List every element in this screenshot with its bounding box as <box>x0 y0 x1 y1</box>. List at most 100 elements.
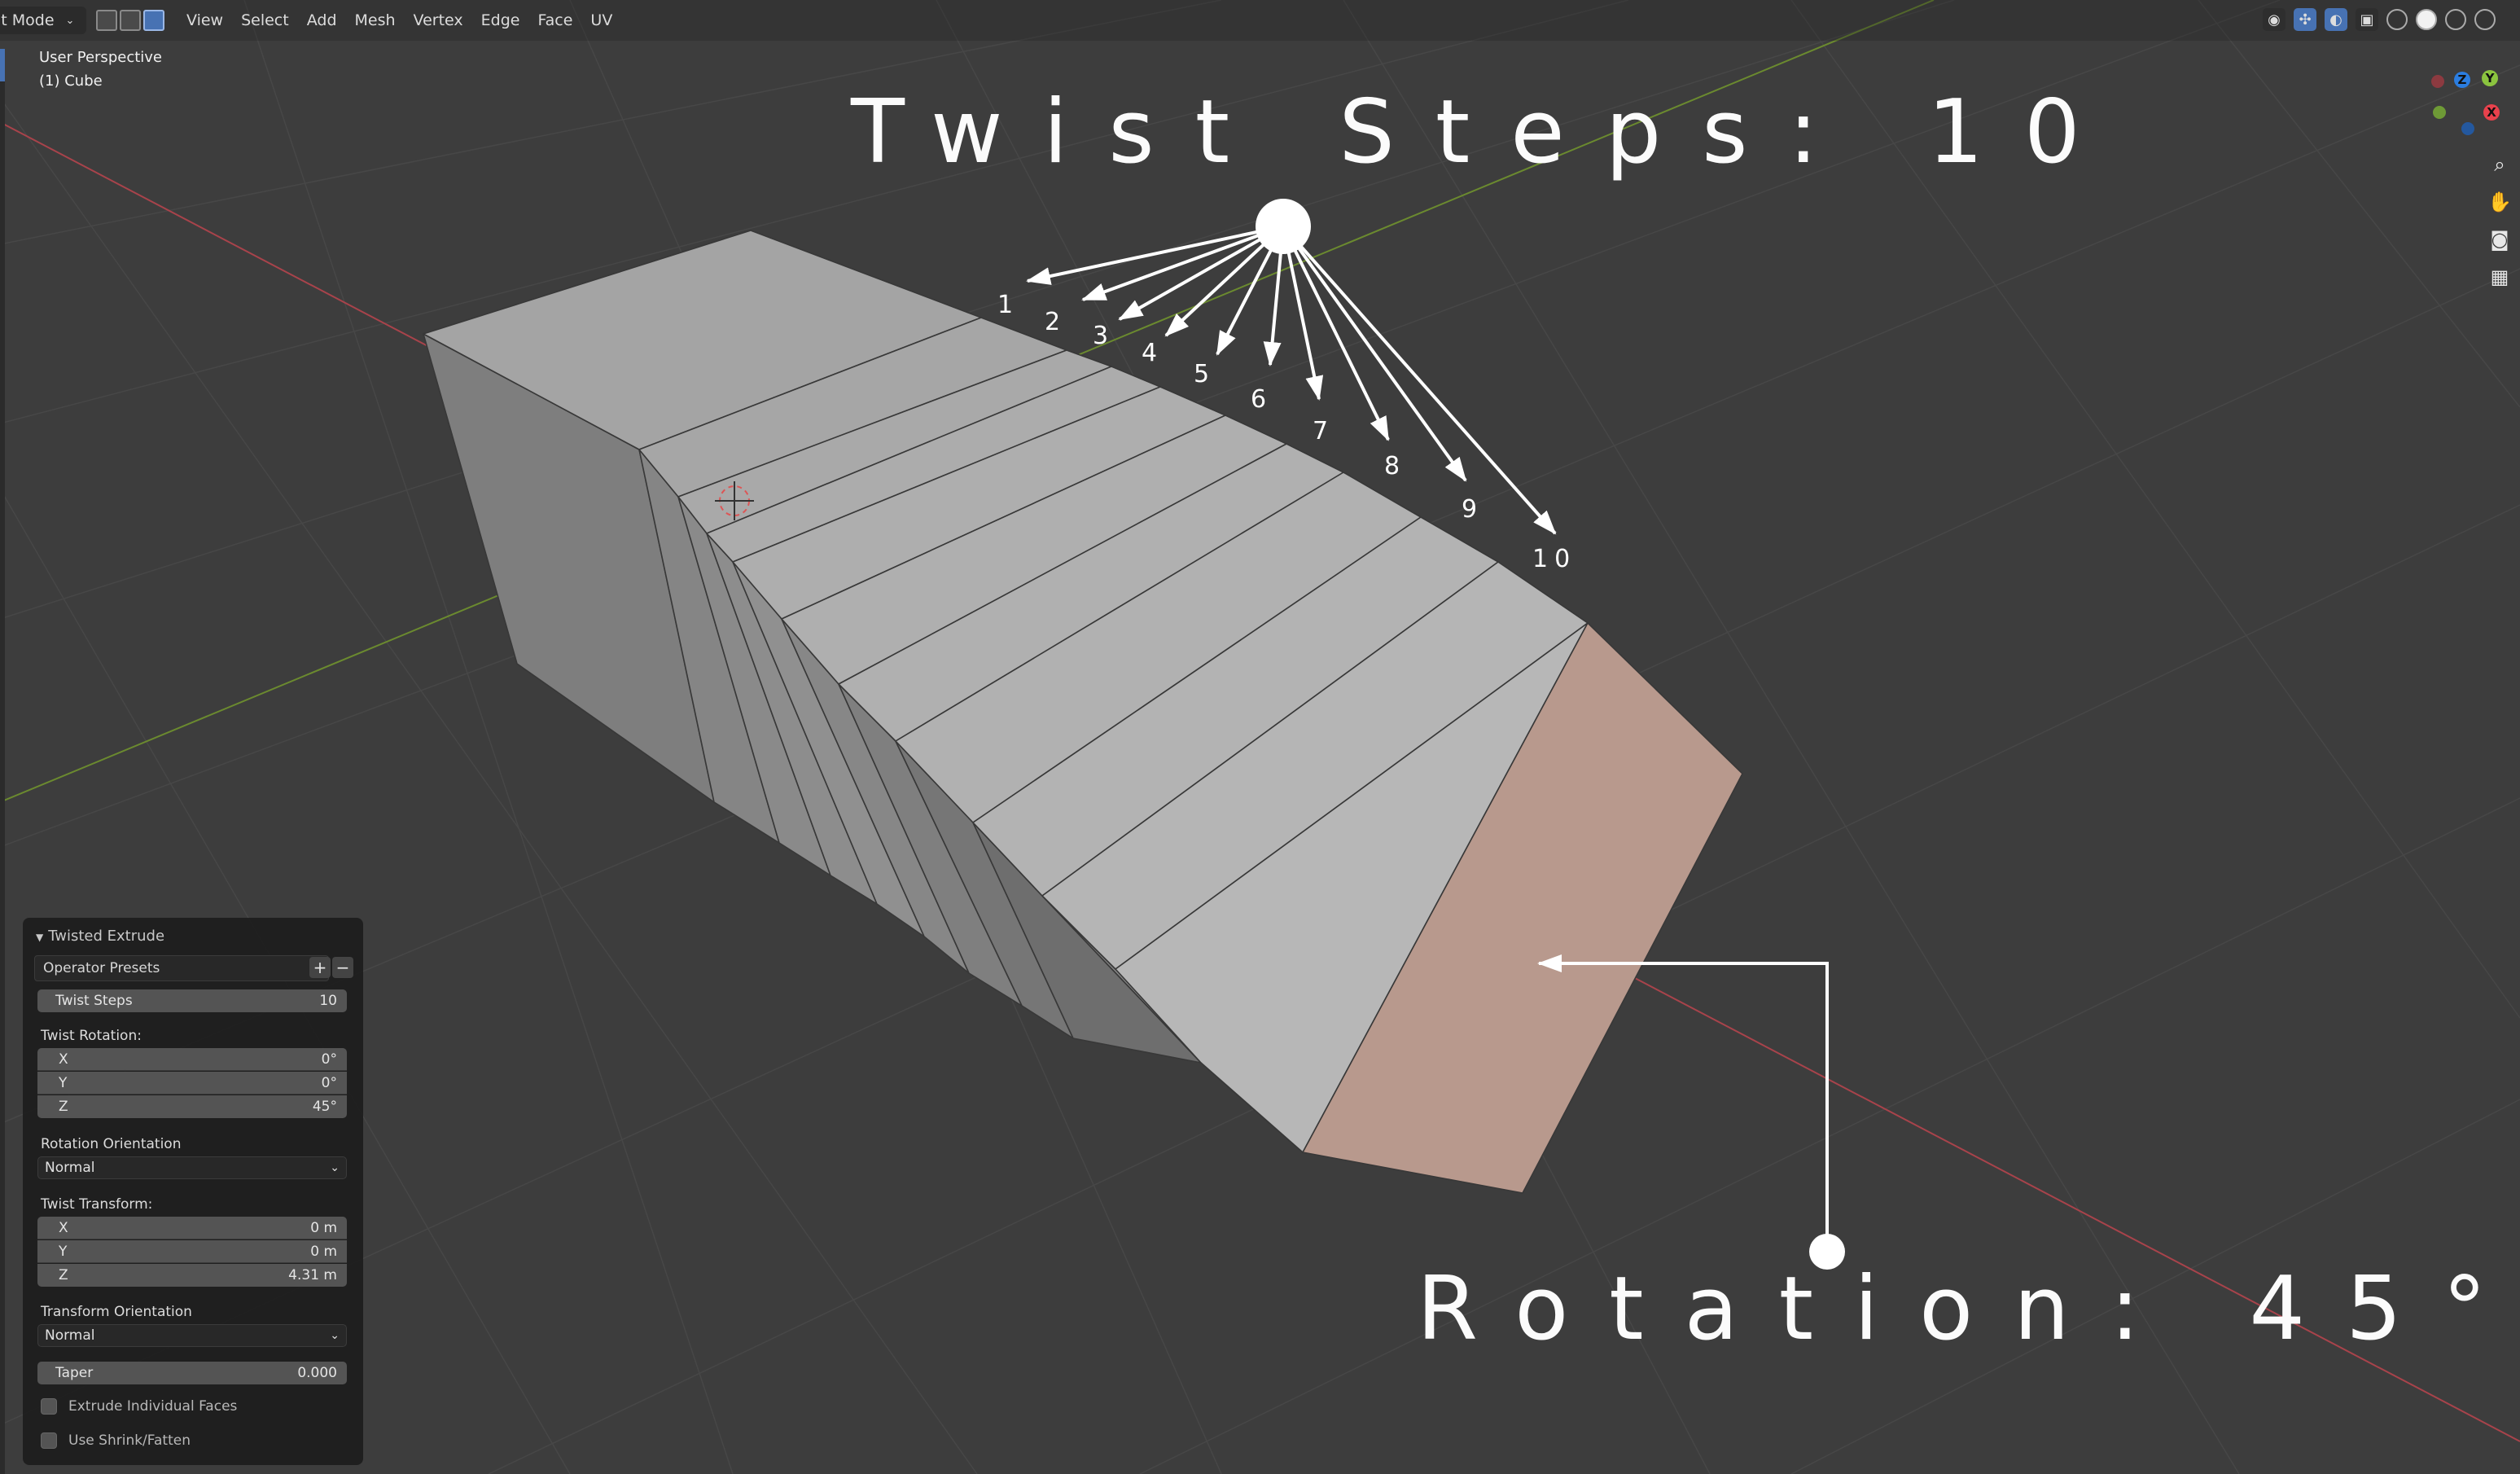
transform-x-field[interactable]: X 0 m <box>37 1217 347 1239</box>
transform-y-value: 0 m <box>310 1243 337 1260</box>
step-label: 9 <box>1462 495 1478 524</box>
menu-select[interactable]: Select <box>241 11 289 29</box>
rotation-x-field[interactable]: X 0° <box>37 1048 347 1071</box>
pan-hand-icon[interactable]: ✋ <box>2487 191 2512 213</box>
chevron-down-icon: ⌄ <box>330 1161 340 1174</box>
axis-label: Z <box>59 1099 68 1115</box>
steps-origin-dot <box>1256 199 1311 254</box>
menu-face[interactable]: Face <box>537 11 573 29</box>
rotation-orientation-value: Normal <box>45 1160 95 1176</box>
axis-label: Y <box>59 1243 68 1260</box>
axis-label: Z <box>59 1267 68 1283</box>
step-label: 8 <box>1384 452 1400 480</box>
rotation-z-value: 45° <box>312 1099 337 1115</box>
camera-view-icon[interactable]: ◙ <box>2490 228 2509 251</box>
rendered-shading-icon[interactable] <box>2474 9 2496 30</box>
shrink-fatten-label: Use Shrink/Fatten <box>68 1432 191 1449</box>
gizmo-neg-x[interactable] <box>2431 75 2444 88</box>
menu-add[interactable]: Add <box>306 11 337 29</box>
rotation-z-field[interactable]: Z 45° <box>37 1095 347 1118</box>
gizmo-z-axis[interactable]: Z <box>2454 72 2470 88</box>
xray-icon[interactable]: ▣ <box>2356 8 2378 31</box>
selected-face <box>1302 622 1743 1194</box>
menu-vertex[interactable]: Vertex <box>413 11 463 29</box>
chevron-down-icon: ⌄ <box>65 14 75 27</box>
material-shading-icon[interactable] <box>2445 9 2466 30</box>
perspective-label: User Perspective <box>39 49 162 66</box>
solid-shading-icon[interactable] <box>2416 9 2437 30</box>
taper-field[interactable]: Taper 0.000 <box>37 1362 347 1384</box>
gizmo-neg-z[interactable] <box>2461 122 2474 135</box>
shrink-fatten-checkbox[interactable]: Use Shrink/Fatten <box>41 1432 191 1449</box>
gizmo-x-axis[interactable]: X <box>2483 104 2500 121</box>
axis-label: X <box>59 1219 68 1236</box>
step-label: 7 <box>1313 417 1329 445</box>
transform-x-value: 0 m <box>310 1219 337 1236</box>
menu-view[interactable]: View <box>186 11 224 29</box>
visibility-icon[interactable]: ◉ <box>2263 8 2286 31</box>
transform-orientation-value: Normal <box>45 1327 95 1344</box>
face-select-icon[interactable] <box>143 10 164 31</box>
twist-transform-heading: Twist Transform: <box>41 1196 153 1213</box>
transform-orientation-dropdown[interactable]: Normal ⌄ <box>37 1324 347 1347</box>
mode-dropdown[interactable]: it Mode ⌄ <box>0 7 86 34</box>
menu-uv[interactable]: UV <box>590 11 613 29</box>
collapse-triangle-icon[interactable]: ▼ <box>36 932 44 943</box>
chevron-down-icon: ⌄ <box>330 1329 340 1342</box>
twist-steps-value: 10 <box>319 993 337 1009</box>
transform-y-field[interactable]: Y 0 m <box>37 1240 347 1263</box>
rotation-y-field[interactable]: Y 0° <box>37 1072 347 1095</box>
twist-steps-label: Twist Steps <box>55 993 133 1009</box>
extrude-individual-checkbox[interactable]: Extrude Individual Faces <box>41 1398 237 1415</box>
edge-select-icon[interactable] <box>120 10 141 31</box>
add-preset-button[interactable]: + <box>309 957 331 978</box>
axis-label: Y <box>59 1074 68 1091</box>
panel-title: Twisted Extrude <box>48 928 165 945</box>
panel-header[interactable]: ▼ Twisted Extrude <box>36 928 164 945</box>
zoom-icon[interactable]: ⌕ <box>2494 153 2505 176</box>
remove-preset-button[interactable]: − <box>332 957 353 978</box>
left-toolbar-edge <box>0 49 5 1474</box>
checkbox-icon[interactable] <box>41 1432 57 1449</box>
gizmo-toggle-icon[interactable]: ✣ <box>2294 8 2316 31</box>
twist-steps-field[interactable]: Twist Steps 10 <box>37 989 347 1012</box>
wireframe-shading-icon[interactable] <box>2386 9 2408 30</box>
rotation-orientation-dropdown[interactable]: Normal ⌄ <box>37 1156 347 1179</box>
step-label: 2 <box>1045 308 1061 336</box>
extrude-individual-label: Extrude Individual Faces <box>68 1398 238 1415</box>
transform-z-field[interactable]: Z 4.31 m <box>37 1264 347 1287</box>
vertex-select-icon[interactable] <box>96 10 117 31</box>
viewport-header: it Mode ⌄ View Select Add Mesh Vertex Ed… <box>0 0 2520 41</box>
step-label: 10 <box>1532 545 1577 573</box>
menu-mesh[interactable]: Mesh <box>354 11 396 29</box>
mode-label: it Mode <box>0 11 55 29</box>
rotation-x-value: 0° <box>321 1051 337 1068</box>
rotation-orientation-heading: Rotation Orientation <box>41 1136 182 1152</box>
twist-steps-annotation: Twist Steps: 10 <box>851 81 2121 183</box>
3d-cursor-icon <box>715 481 754 520</box>
gizmo-neg-y[interactable] <box>2433 106 2446 119</box>
rotation-origin-dot <box>1809 1234 1845 1270</box>
overlay-toggle-icon[interactable]: ◐ <box>2325 8 2347 31</box>
step-label: 6 <box>1251 385 1267 414</box>
menu-edge[interactable]: Edge <box>480 11 520 29</box>
operator-panel: ▼Twisted Extrude Operator Presets ⌄ + − … <box>23 918 363 1465</box>
gizmo-y-axis[interactable]: Y <box>2482 70 2498 86</box>
transform-z-value: 4.31 m <box>288 1267 337 1283</box>
step-label: 5 <box>1194 360 1210 388</box>
presets-label: Operator Presets <box>43 960 160 976</box>
rotation-y-value: 0° <box>321 1074 337 1091</box>
viewport-info: User Perspective (1) Cube <box>39 46 162 93</box>
header-menu: View Select Add Mesh Vertex Edge Face UV <box>177 7 621 34</box>
select-mode-buttons <box>96 10 164 31</box>
taper-label: Taper <box>55 1365 94 1381</box>
twisted-mesh[interactable] <box>423 230 1743 1194</box>
rotation-callout-arrow <box>1537 954 1829 1252</box>
step-label: 3 <box>1093 322 1109 350</box>
header-right-tools: ◉ ✣ ◐ ▣ <box>2263 8 2496 31</box>
operator-presets-dropdown[interactable]: Operator Presets ⌄ <box>34 955 329 981</box>
perspective-toggle-icon[interactable]: ▦ <box>2490 265 2509 288</box>
checkbox-icon[interactable] <box>41 1398 57 1415</box>
